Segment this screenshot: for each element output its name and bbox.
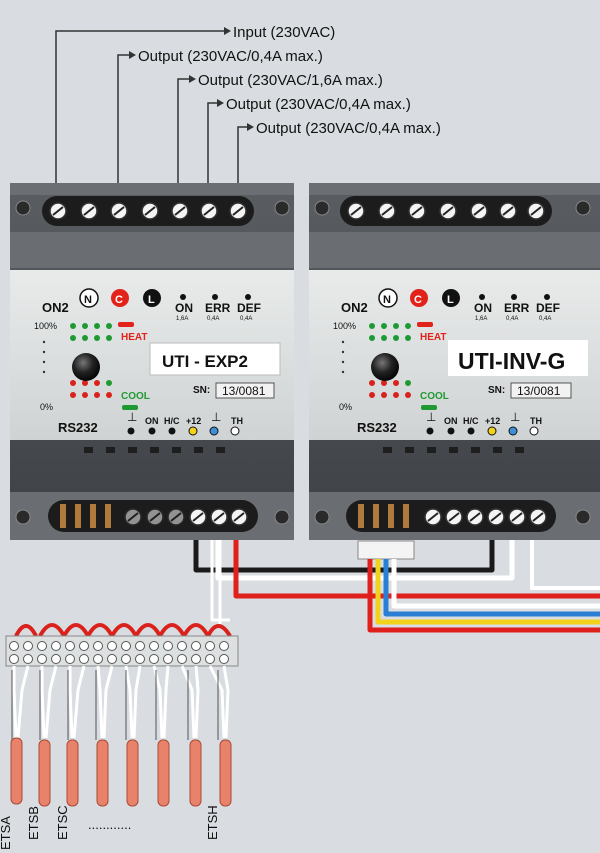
label-100pct: 100%	[34, 321, 57, 331]
callout-input: Input (230VAC)	[233, 24, 335, 41]
label-err-sub: 0,4A	[506, 316, 518, 322]
sensor-probe-d	[96, 739, 109, 807]
sensor-probe-h	[219, 739, 232, 807]
sensor-probe-e	[126, 739, 139, 807]
label-def: DEF	[536, 301, 560, 315]
label-err: ERR	[504, 301, 530, 315]
sensor-terminal-block	[5, 623, 239, 667]
led-grid-red	[70, 380, 112, 398]
sensor-label-b: ETSB	[26, 806, 41, 840]
label-on2: ON2	[341, 300, 368, 315]
sensor-label-c: ETSC	[55, 805, 70, 840]
label-on-term: ON	[145, 416, 159, 426]
device-name: UTI - EXP2	[162, 352, 248, 371]
sensor-probe-b	[38, 739, 51, 807]
label-on: ON	[474, 301, 492, 315]
sensor-probe-a	[10, 737, 23, 805]
led-grid-red	[369, 380, 411, 398]
callout-lines	[55, 30, 248, 183]
label-rs232: RS232	[357, 420, 397, 435]
callout-arrows	[129, 27, 254, 131]
label-c: C	[414, 294, 422, 306]
label-c: C	[115, 294, 123, 306]
label-l: L	[148, 294, 155, 306]
sensor-dots: ............	[88, 817, 131, 832]
device-name-box	[448, 340, 588, 376]
label-0pct: 0%	[40, 402, 53, 412]
label-heat: HEAT	[121, 332, 147, 343]
label-heat: HEAT	[420, 332, 446, 343]
label-on: ON	[175, 301, 193, 315]
sensor-leads	[12, 665, 230, 739]
serial-number: 13/0081	[222, 384, 266, 398]
callout-output-2: Output (230VAC/1,6A max.)	[198, 72, 383, 89]
label-err-sub: 0,4A	[207, 316, 219, 322]
label-gnd2: ⊥	[211, 410, 221, 424]
serial-label: SN:	[488, 385, 505, 396]
sensor-probes	[10, 737, 232, 807]
led-grid-green	[70, 323, 112, 341]
label-0pct: 0%	[339, 402, 352, 412]
label-cool: COOL	[420, 391, 449, 402]
device-right: ON2 N C L ON 1,6A ERR 0,4A DEF 0,4A 100%…	[309, 183, 600, 540]
label-def-sub: 0,4A	[240, 316, 252, 322]
device-name-box	[150, 343, 280, 375]
sensor-probe-f	[157, 739, 170, 807]
device-name: UTI-INV-G	[458, 348, 565, 374]
label-n: N	[383, 294, 391, 306]
label-def-sub: 0,4A	[539, 316, 551, 322]
sensor-label-h: ETSH	[205, 805, 220, 840]
label-plus12: +12	[186, 416, 201, 426]
label-def: DEF	[237, 301, 261, 315]
label-on-term: ON	[444, 416, 458, 426]
label-th: TH	[530, 416, 542, 426]
label-hc: H/C	[164, 416, 180, 426]
label-cool: COOL	[121, 391, 150, 402]
label-on2: ON2	[42, 300, 69, 315]
serial-number: 13/0081	[517, 384, 561, 398]
device-left: ON2 N C L ON 1,6A ERR 0,4A DEF 0,4A 100%…	[10, 183, 294, 540]
label-gnd: ⊥	[127, 410, 137, 424]
sensor-label-a: ETSA	[0, 816, 13, 850]
sensor-probe-g	[189, 739, 202, 807]
serial-label: SN:	[193, 385, 210, 396]
label-th: TH	[231, 416, 243, 426]
label-plus12: +12	[485, 416, 500, 426]
callout-output-3: Output (230VAC/0,4A max.)	[226, 96, 411, 113]
callout-output-1: Output (230VAC/0,4A max.)	[138, 48, 323, 65]
label-gnd: ⊥	[426, 410, 436, 424]
wires	[193, 540, 600, 633]
callout-output-4: Output (230VAC/0,4A max.)	[256, 120, 441, 137]
bottom-screws	[189, 508, 248, 526]
setpoint-knob[interactable]	[72, 353, 100, 381]
label-100pct: 100%	[333, 321, 356, 331]
label-n: N	[84, 294, 92, 306]
sensor-probe-c	[66, 739, 79, 807]
setpoint-knob[interactable]	[371, 353, 399, 381]
label-rs232: RS232	[58, 420, 98, 435]
label-l: L	[447, 294, 454, 306]
label-on-sub: 1,6A	[176, 316, 188, 322]
led-grid-green	[369, 323, 411, 341]
label-on-sub: 1,6A	[475, 316, 487, 322]
label-hc: H/C	[463, 416, 479, 426]
label-gnd2: ⊥	[510, 410, 520, 424]
label-err: ERR	[205, 301, 231, 315]
